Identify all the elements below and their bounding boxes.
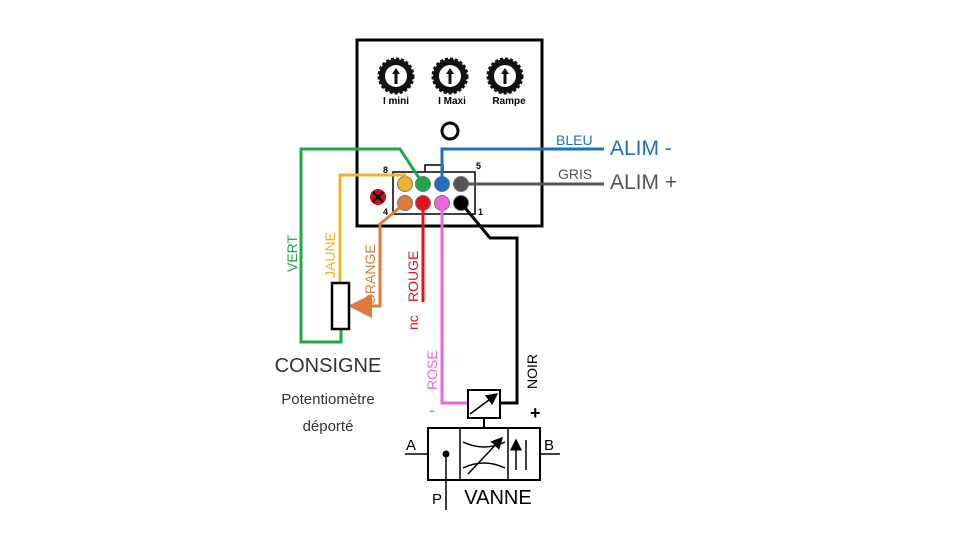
label-noir: NOIR	[524, 354, 540, 389]
valve-port-p: P	[432, 491, 442, 508]
valve-title: VANNE	[464, 487, 531, 509]
valve-minus: -	[429, 400, 435, 420]
pin-number-5: 5	[476, 161, 481, 171]
knob-rampe[interactable]	[486, 57, 524, 95]
knob-label-i-mini: I mini	[383, 96, 409, 107]
valve-plus: +	[530, 403, 541, 423]
fuse-icon	[370, 189, 386, 205]
knob-i-mini[interactable]	[377, 57, 415, 95]
wire-noir	[459, 202, 519, 405]
label-bleu: BLEU	[556, 132, 593, 148]
label-vert: VERT	[284, 234, 300, 272]
knob-i-maxi[interactable]	[431, 57, 469, 95]
consigne-title: CONSIGNE	[275, 355, 382, 377]
valve-symbol	[405, 389, 560, 510]
pin-number-4: 4	[383, 207, 388, 217]
consigne-line2: déporté	[303, 418, 354, 435]
pin-number-8: 8	[383, 165, 388, 175]
wire-jaune	[338, 173, 407, 283]
knob-label-rampe: Rampe	[492, 96, 526, 107]
label-alim-plus: ALIM +	[610, 171, 677, 194]
potentiometer[interactable]	[330, 281, 351, 331]
label-alim-minus: ALIM -	[610, 137, 672, 160]
wire-vert	[299, 147, 425, 344]
knob-label-i-maxi: I Maxi	[438, 96, 466, 107]
consigne-line1: Potentiomètre	[281, 391, 374, 408]
connector	[392, 164, 476, 215]
label-nc: nc	[405, 315, 421, 330]
label-jaune: JAUNE	[322, 232, 338, 278]
wire-orange	[348, 201, 406, 318]
label-rose: ROSE	[424, 350, 440, 390]
pin-number-1: 1	[478, 207, 483, 217]
status-led	[440, 121, 460, 141]
wire-rose	[440, 203, 468, 405]
label-gris: GRIS	[558, 166, 592, 182]
label-orange: ORANGE	[362, 244, 378, 305]
controller-box: I mini I Maxi Rampe 8 4 5 1	[355, 38, 544, 228]
valve-port-b: B	[544, 437, 554, 454]
wire-bleu	[440, 147, 604, 184]
label-rouge: ROUGE	[405, 251, 421, 302]
valve-port-a: A	[406, 437, 416, 454]
